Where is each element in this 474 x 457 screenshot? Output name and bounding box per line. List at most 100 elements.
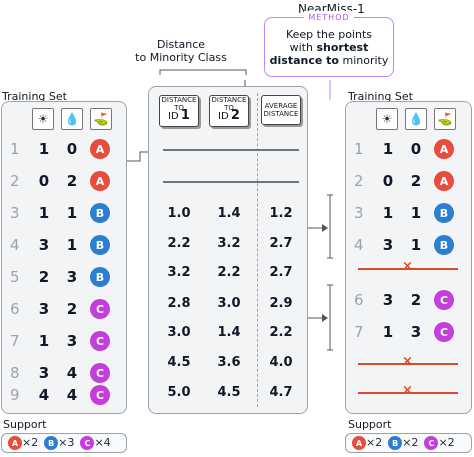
method-line-3: minority [342,54,389,67]
d1-row4: 2.2 [167,236,191,251]
support-count-a: ×2 [366,435,383,449]
arrow-head-c [322,314,328,322]
sun-icon: ☀ [376,108,398,130]
feature-b: 4 [66,364,78,382]
arrow-head-b [322,224,328,232]
right-row-3: 3 1 1 B [354,197,454,229]
feature-a: 0 [38,172,50,190]
right-row-1: 1 1 0 A [354,133,454,165]
support-count-a: ×2 [22,435,39,449]
class-badge-c: C [90,385,110,405]
minority-row-line-2 [163,181,299,183]
water-drop-icon: 💧 [61,108,83,130]
feature-a: 1 [382,140,394,158]
class-badge-c: C [90,363,110,383]
row-index: 5 [10,268,20,286]
minority-row-line-1 [163,149,299,151]
removed-row-8-x: × [402,354,413,369]
feature-a: 1 [38,204,50,222]
method-line-1: Keep the points [285,28,372,41]
feature-a: 3 [38,300,50,318]
left-training-set-panel: ☀ 💧 ⛳ 1 1 0 A 2 0 2 A 3 1 1 B 4 3 1 B 5 … [1,101,127,414]
left-row-9: 9 4 4 C [10,379,110,411]
feature-b: 1 [66,236,78,254]
feature-b: 1 [410,204,422,222]
support-count-c: ×4 [94,435,111,449]
d1-row5: 3.2 [167,265,191,280]
right-support-box: A×2 B×2 C×2 [345,433,472,453]
left-row-1: 1 1 0 A [10,133,110,165]
class-badge-a: A [434,171,454,191]
avg-column-divider [257,93,258,407]
d2-row8: 3.6 [217,355,241,370]
avg-row6: 2.9 [269,296,293,311]
class-badge-b: B [90,203,110,223]
support-badge-a: A [8,436,22,451]
feature-b: 2 [66,172,78,190]
header-distance-id2: DISTANCE TO ID 2 [209,95,249,127]
left-support-label: Support [3,418,47,431]
method-line-2: with [289,41,313,54]
method-tag: METHOD [304,11,354,24]
method-bold-2: distance to [269,54,339,67]
class-badge-c: C [90,331,110,351]
feature-a: 1 [382,204,394,222]
right-row-7: 7 1 3 C [354,316,454,348]
header-top: DISTANCE [161,96,197,104]
feature-a: 3 [382,291,394,309]
feature-b: 2 [410,172,422,190]
left-row-2: 2 0 2 A [10,165,110,197]
class-badge-a: A [90,139,110,159]
feature-b: 1 [66,204,78,222]
support-count-c: ×2 [438,435,455,449]
golf-flag-icon: ⛳ [434,108,456,130]
distance-label-line1: Distance [156,38,206,51]
feature-a: 0 [382,172,394,190]
avg-row3: 1.2 [269,206,293,221]
class-badge-b: B [90,235,110,255]
right-row-6: 6 3 2 C [354,284,454,316]
header-mid: TO [224,104,234,112]
left-row-7: 7 1 3 C [10,325,110,357]
avg-row8: 4.0 [269,355,293,370]
class-badge-b: B [434,203,454,223]
removed-row-8-line [358,363,458,365]
arrow-to-distance [123,151,148,162]
feature-b: 4 [66,386,78,404]
left-row-4: 4 3 1 B [10,229,110,261]
class-badge-a: A [434,139,454,159]
support-badge-c: C [424,436,439,451]
left-panel-title: Training Set [2,90,67,103]
avg-row5: 2.7 [269,265,293,280]
row-index: 2 [354,172,364,190]
feature-a: 1 [382,323,394,341]
row-index: 4 [354,236,364,254]
right-support-label: Support [348,418,392,431]
distance-panel: DISTANCE TO ID 1 DISTANCE TO ID 2 AVERAG… [148,86,308,414]
feature-b: 0 [410,140,422,158]
header-id: ID [168,111,179,122]
method-box: METHOD Keep the points with shortest dis… [264,11,394,77]
feature-b: 1 [410,236,422,254]
d1-row3: 1.0 [167,206,191,221]
feature-a: 2 [38,268,50,286]
left-row-6: 6 3 2 C [10,293,110,325]
class-badge-c: C [434,322,454,342]
left-row-8: 8 3 4 C [10,357,110,389]
row-index: 6 [10,300,20,318]
feature-b: 3 [410,323,422,341]
row-index: 9 [10,386,20,404]
class-badge-a: A [90,171,110,191]
feature-a: 3 [38,236,50,254]
right-bracket-c [327,284,333,351]
left-row-3: 3 1 1 B [10,197,110,229]
feature-a: 1 [38,332,50,350]
d1-row7: 3.0 [167,325,191,340]
support-badge-b: B [388,436,403,451]
golf-flag-icon: ⛳ [90,108,112,130]
d2-row4: 3.2 [217,236,241,251]
right-row-4: 4 3 1 B [354,229,454,261]
header-id: ID [218,111,229,122]
class-badge-b: B [434,235,454,255]
row-index: 7 [10,332,20,350]
